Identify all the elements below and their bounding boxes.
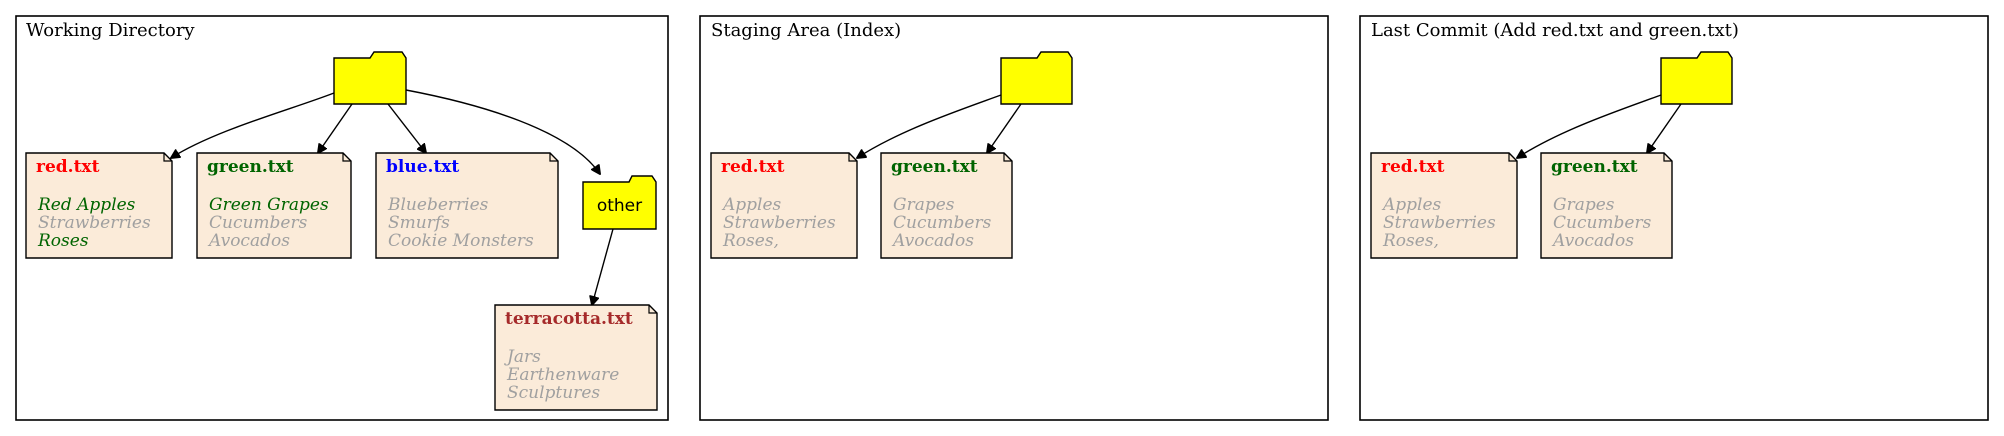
file-line: Cookie Monsters — [388, 231, 534, 251]
edge-root-to-other — [405, 89, 600, 174]
file-line: Green Grapes — [209, 195, 329, 215]
file-note-terracotta: terracotta.txt Jars Earthenware Sculptur… — [494, 304, 658, 411]
file-note-green: green.txt Green Grapes Cucumbers Avocado… — [196, 152, 352, 259]
file-line: Avocados — [1551, 231, 1634, 251]
panel-title: Last Commit (Add red.txt and green.txt) — [1371, 20, 1739, 41]
file-line: Smurfs — [388, 213, 450, 233]
file-note-red: red.txt Apples Strawberries Roses, — [710, 152, 858, 259]
file-note-red: red.txt Red Apples Strawberries Roses — [25, 152, 173, 259]
panel-title: Working Directory — [26, 20, 195, 41]
file-line: Cucumbers — [893, 213, 992, 233]
subfolder-label: other — [597, 196, 642, 216]
root-folder-icon — [1660, 51, 1733, 105]
file-note-green: green.txt Grapes Cucumbers Avocados — [1540, 152, 1673, 259]
edge-root-to-red — [1517, 94, 1662, 158]
file-line: Earthenware — [506, 365, 619, 385]
file-note-blue: blue.txt Blueberries Smurfs Cookie Monst… — [375, 152, 559, 259]
file-line: Grapes — [1553, 195, 1615, 215]
file-name: green.txt — [207, 157, 294, 177]
file-name: green.txt — [1551, 157, 1638, 177]
file-line: Strawberries — [723, 213, 836, 233]
file-line: Apples — [721, 195, 782, 215]
file-name: blue.txt — [386, 157, 459, 177]
subfolder-other: other — [582, 175, 657, 230]
root-folder-icon — [1000, 51, 1073, 105]
edge-root-to-green — [318, 103, 353, 153]
file-line: Strawberries — [1383, 213, 1496, 233]
panel-title: Staging Area (Index) — [711, 20, 901, 41]
file-line: Blueberries — [387, 195, 489, 215]
file-name: red.txt — [36, 157, 100, 177]
file-line: Avocados — [891, 231, 974, 251]
file-name: terracotta.txt — [505, 309, 633, 329]
file-line: Cucumbers — [209, 213, 308, 233]
edge-root-to-red — [857, 94, 1002, 158]
edge-other-to-terracotta — [592, 228, 614, 305]
file-line: Roses — [37, 231, 89, 251]
panel-staging-area: Staging Area (Index) red.txt Apples Stra… — [699, 15, 1329, 421]
file-line: Roses, — [1382, 231, 1439, 251]
file-note-green: green.txt Grapes Cucumbers Avocados — [880, 152, 1013, 259]
edge-root-to-blue — [387, 103, 426, 153]
root-folder-icon — [333, 51, 407, 105]
file-line: Sculptures — [507, 383, 600, 403]
edge-root-to-green — [987, 103, 1022, 153]
file-line: Cucumbers — [1553, 213, 1652, 233]
file-line: Avocados — [207, 231, 290, 251]
file-line: Grapes — [893, 195, 955, 215]
file-line: Jars — [504, 347, 541, 367]
edge-root-to-red — [171, 92, 335, 158]
edge-root-to-green — [1647, 103, 1682, 153]
file-name: red.txt — [721, 157, 785, 177]
subfolder-icon — [582, 175, 657, 230]
file-line: Red Apples — [37, 195, 136, 215]
file-note-red: red.txt Apples Strawberries Roses, — [1370, 152, 1518, 259]
file-name: green.txt — [891, 157, 978, 177]
panel-last-commit: Last Commit (Add red.txt and green.txt) … — [1359, 15, 1989, 421]
file-name: red.txt — [1381, 157, 1445, 177]
file-line: Apples — [1381, 195, 1442, 215]
file-line: Roses, — [722, 231, 779, 251]
file-line: Strawberries — [38, 213, 151, 233]
panel-working-directory: Working Directory red.txt Red Apples Str… — [15, 15, 669, 421]
